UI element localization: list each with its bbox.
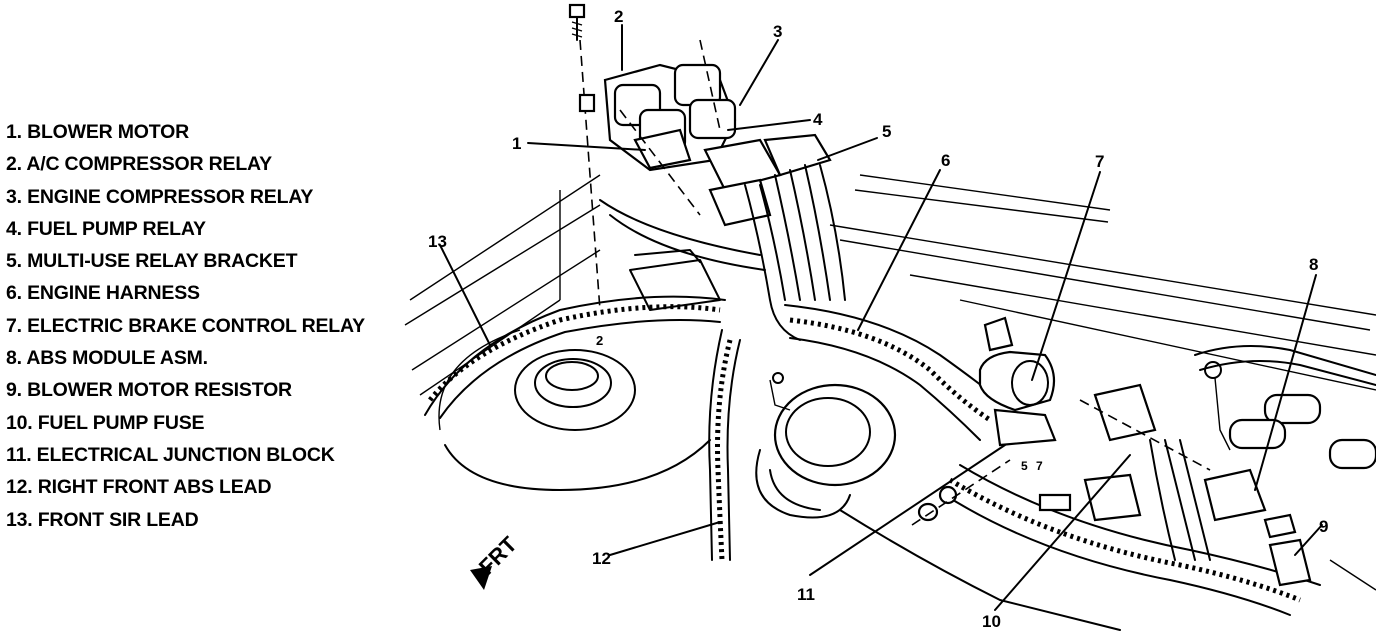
callout-8: 8 xyxy=(1309,255,1318,274)
legend-item-2: 2. A/C COMPRESSOR RELAY xyxy=(6,153,272,176)
callout-13: 13 xyxy=(428,232,447,251)
legend-item-3: 3. ENGINE COMPRESSOR RELAY xyxy=(6,185,314,208)
callout-10: 10 xyxy=(982,612,1001,631)
parts-legend: 1. BLOWER MOTOR 2. A/C COMPRESSOR RELAY … xyxy=(6,116,365,536)
callout-12: 12 xyxy=(592,549,611,568)
blower-motor xyxy=(755,372,897,519)
body-panel-lines xyxy=(404,174,1376,591)
callout-11: 11 xyxy=(797,585,815,604)
legend-item-6: 6. ENGINE HARNESS xyxy=(6,282,200,305)
callout-7: 7 xyxy=(1095,152,1104,171)
callout-6: 6 xyxy=(941,151,950,170)
stray-label-2: 2 xyxy=(596,333,603,348)
callout-1: 1 xyxy=(512,134,521,153)
legend-item-8: 8. ABS MODULE ASM. xyxy=(6,347,208,370)
leader-lines xyxy=(439,24,1323,631)
legend-item-10: 10. FUEL PUMP FUSE xyxy=(6,411,205,434)
front-arrow-icon xyxy=(470,566,492,590)
callout-2: 2 xyxy=(614,7,623,26)
blower-motor-resistor xyxy=(1263,513,1312,587)
callout-9: 9 xyxy=(1319,517,1328,536)
multi-use-relay-bracket xyxy=(603,39,832,227)
callout-4: 4 xyxy=(813,110,823,129)
strut-tower xyxy=(438,249,721,491)
legend-item-4: 4. FUEL PUMP RELAY xyxy=(6,217,206,240)
callout-3: 3 xyxy=(773,22,782,41)
bolt-icon xyxy=(568,3,601,311)
stray-label-7: 7 xyxy=(1036,459,1043,473)
wiring-harness xyxy=(424,164,1321,616)
abs-module xyxy=(1194,345,1376,522)
callout-5: 5 xyxy=(882,122,891,141)
legend-item-11: 11. ELECTRICAL JUNCTION BLOCK xyxy=(6,443,335,466)
legend-item-12: 12. RIGHT FRONT ABS LEAD xyxy=(6,476,272,499)
electrical-junction-block xyxy=(1038,383,1211,522)
callout-numbers: 1 2 3 4 5 6 7 8 9 10 11 12 13 2 5 7 xyxy=(428,7,1328,631)
legend-item-7: 7. ELECTRIC BRAKE CONTROL RELAY xyxy=(6,314,365,337)
legend-item-13: 13. FRONT SIR LEAD xyxy=(6,508,199,531)
nut-icon xyxy=(911,459,1011,526)
legend-item-5: 5. MULTI-USE RELAY BRACKET xyxy=(6,250,298,273)
legend-item-1: 1. BLOWER MOTOR xyxy=(6,121,189,143)
brake-control-relay xyxy=(978,316,1057,447)
front-direction-indicator: FRT xyxy=(470,531,522,590)
legend-item-9: 9. BLOWER MOTOR RESISTOR xyxy=(6,379,292,402)
stray-label-5: 5 xyxy=(1021,459,1028,473)
